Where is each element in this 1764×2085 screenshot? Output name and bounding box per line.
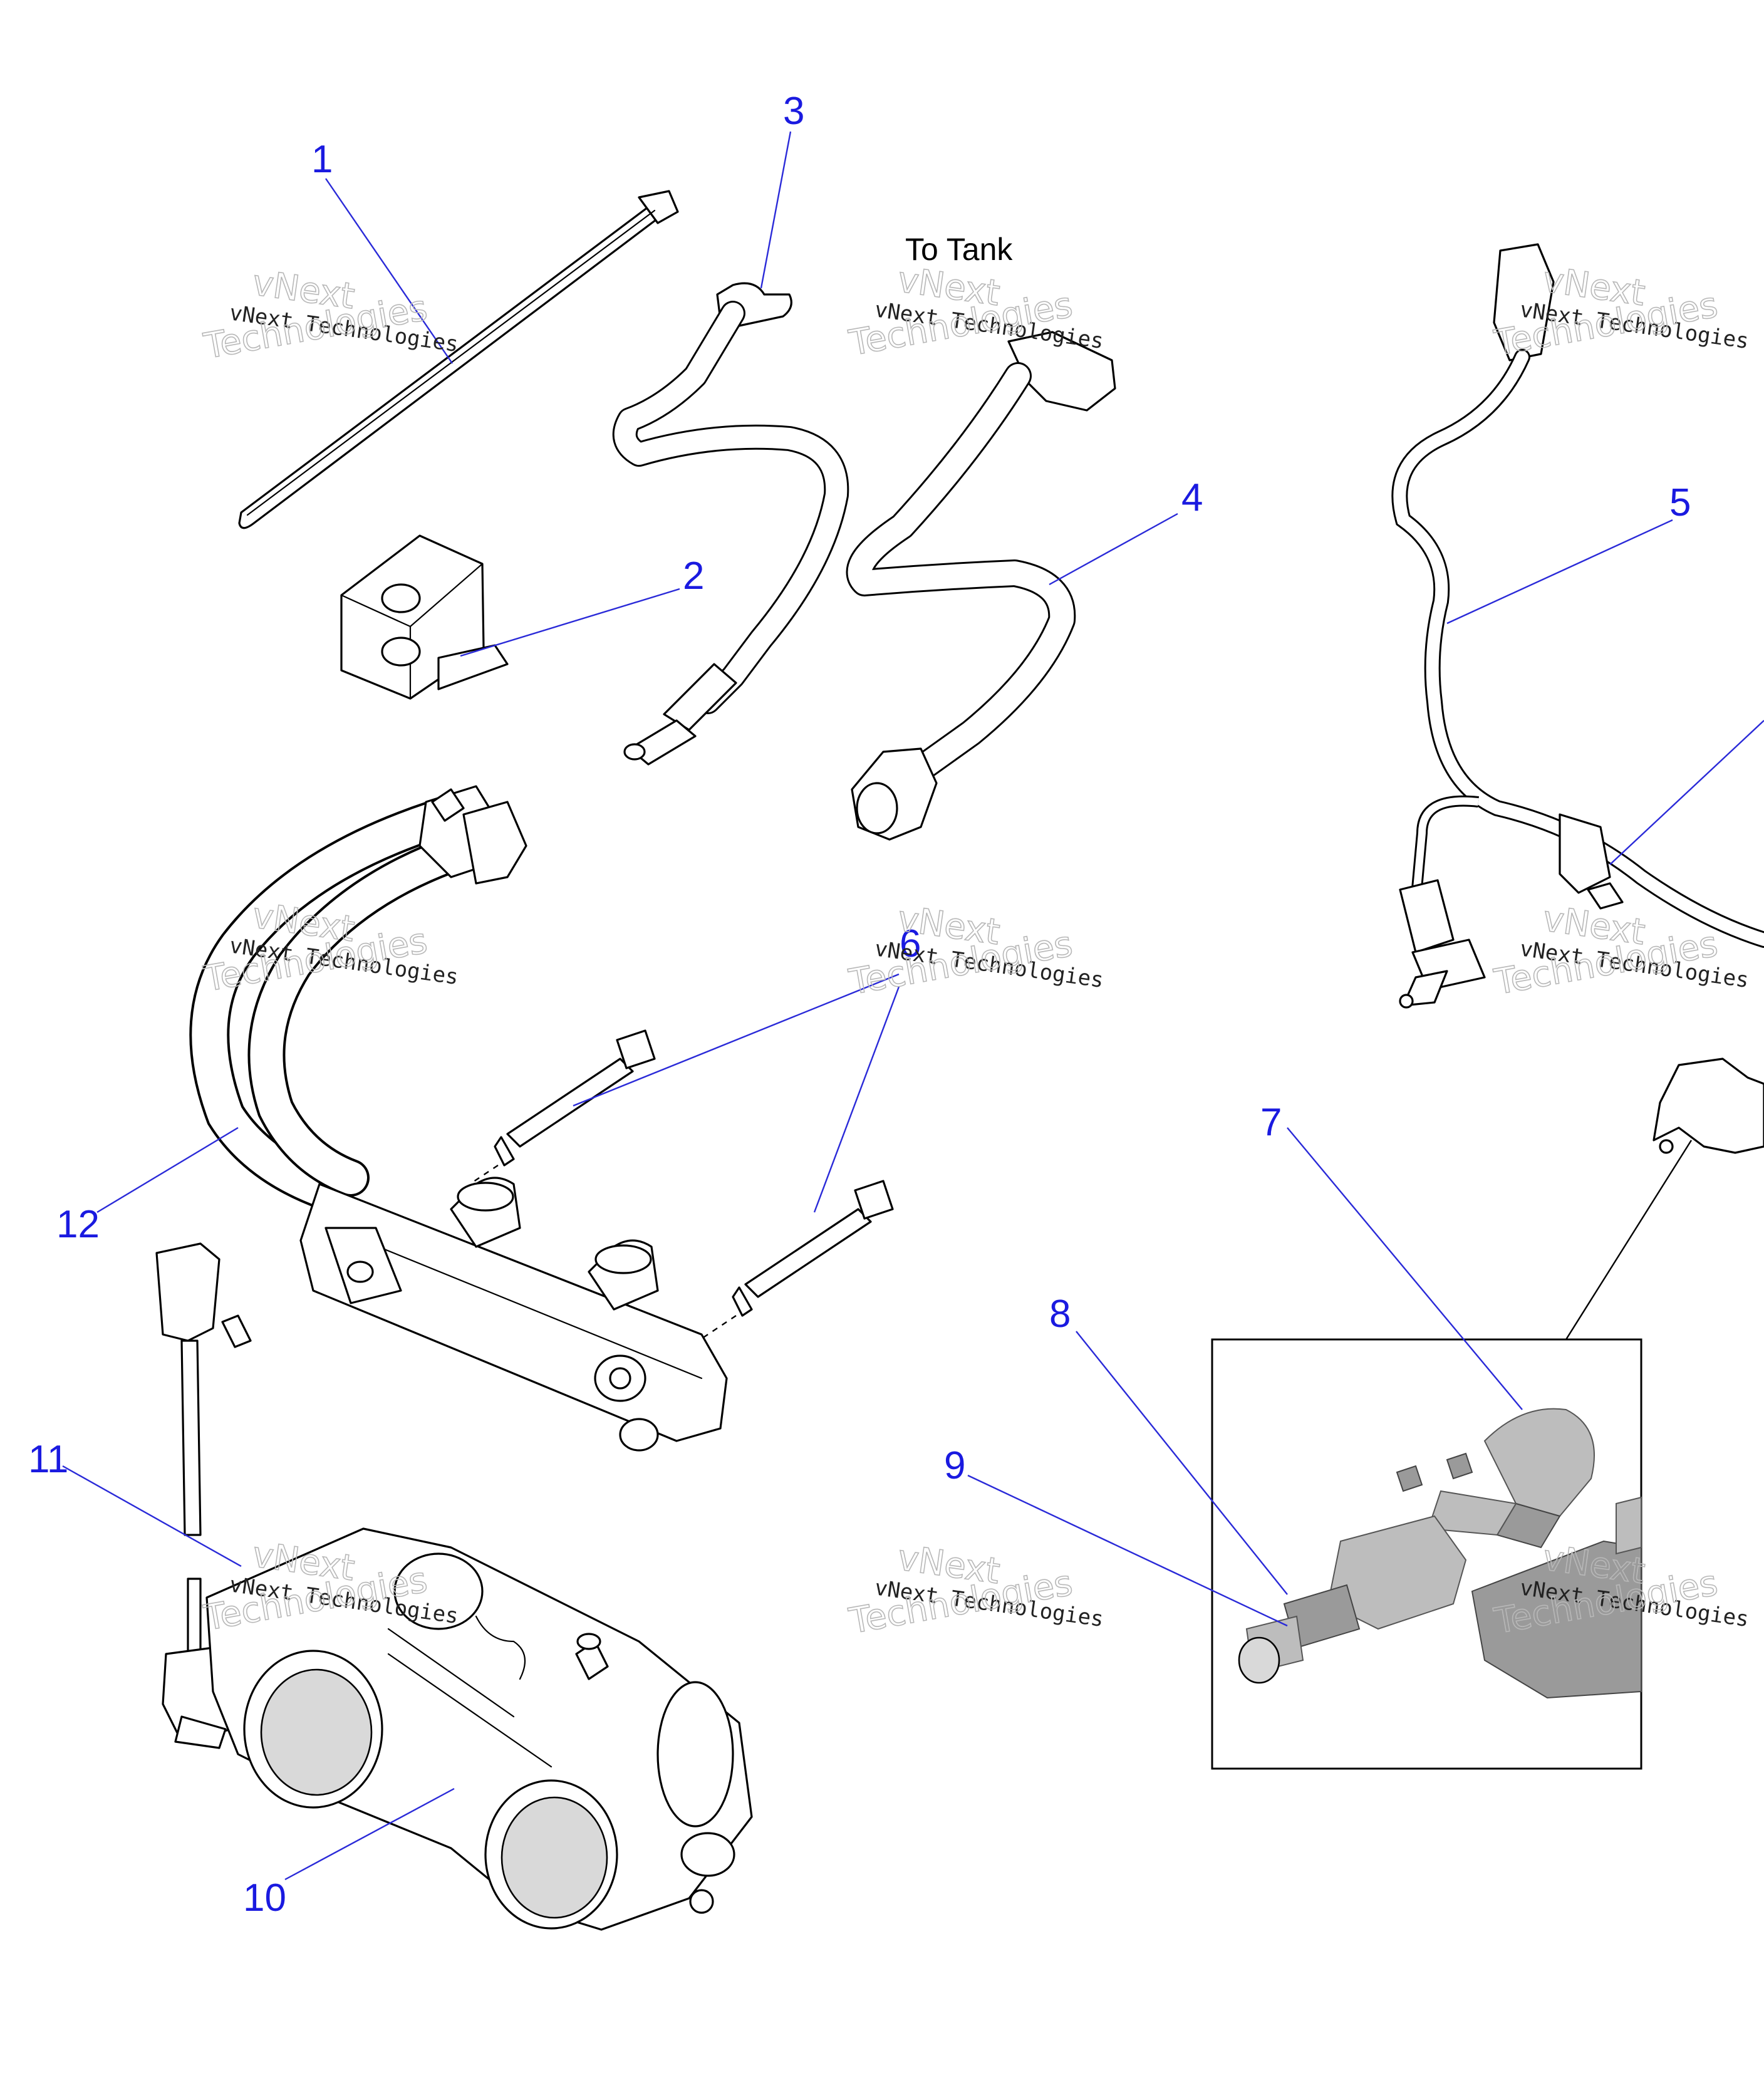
watermark: vNext vNext Technologies Technologies [846,1537,1106,1642]
callout-8[interactable]: 8 [1049,1292,1071,1336]
part-1-cable-tie [238,190,679,529]
callout-2[interactable]: 2 [683,554,704,598]
to-tank-label: To Tank [905,232,1013,267]
part-3-fuel-line [612,282,849,766]
callout-4[interactable]: 4 [1181,476,1203,519]
callout-11[interactable]: 11 [28,1438,68,1481]
part-2-block-clip [340,534,509,700]
part-10-throttle-body [205,1527,753,1931]
watermark: vNext vNext Technologies Technologies [846,898,1106,1003]
part-5-wiring-harness [1391,243,1764,1154]
callout-12[interactable]: 12 [56,1203,100,1246]
callout-10[interactable]: 10 [243,1876,286,1920]
callouts: 1 2 3 4 5 6 7 8 9 10 11 12 [28,90,1691,1920]
watermark: vNext vNext Technologies Technologies [200,895,460,1000]
callout-7[interactable]: 7 [1260,1101,1282,1144]
callout-1[interactable]: 1 [311,138,333,181]
part-4-fuel-line-to-tank [846,331,1116,841]
part-12-fuel-rail [189,785,728,1452]
leader-lines [62,131,1764,1881]
callout-9[interactable]: 9 [944,1444,965,1487]
callout-6[interactable]: 6 [900,922,921,965]
part-11-sensor [155,1242,252,1749]
callout-3[interactable]: 3 [783,90,804,133]
callout-5[interactable]: 5 [1669,481,1691,524]
detail-inset [1211,1338,1642,1770]
